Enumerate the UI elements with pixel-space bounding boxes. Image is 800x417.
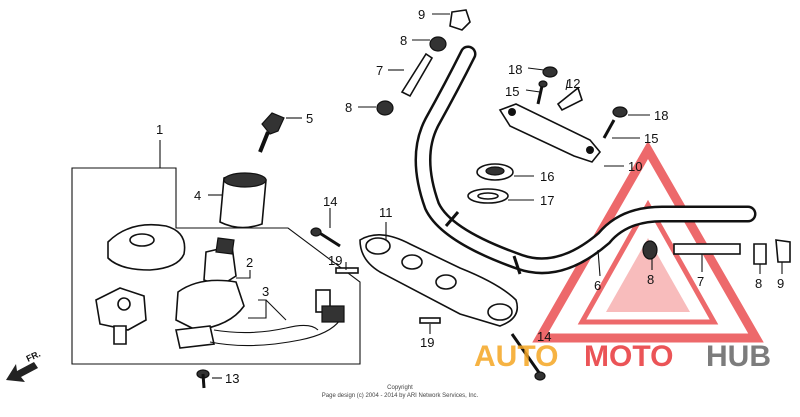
callout-18-left: 18 — [508, 62, 522, 77]
direction-label: FR. — [25, 349, 42, 364]
ignition-group-outline — [71, 140, 361, 365]
callout-18-right: 18 — [654, 108, 668, 123]
key-part — [258, 112, 285, 153]
bolt-part-14-upper — [310, 227, 341, 248]
callout-16: 16 — [540, 169, 554, 184]
direction-arrow-icon — [6, 362, 38, 382]
weight-assembly-lower — [642, 239, 791, 265]
weight-assembly-upper — [376, 9, 471, 116]
callout-1: 1 — [156, 122, 163, 137]
connector-part — [315, 289, 345, 323]
bolt-part-15-right — [602, 119, 616, 139]
lock-cap-part — [107, 223, 186, 271]
callout-10: 10 — [628, 159, 642, 174]
bolt-part-13 — [196, 369, 210, 389]
ignition-switch-part — [175, 237, 341, 349]
callout-14-lower: 14 — [537, 329, 551, 344]
mount-bracket-part — [95, 287, 147, 345]
bolt-part-18-left — [542, 66, 558, 78]
callout-8-a: 8 — [400, 33, 407, 48]
callout-7-upper: 7 — [376, 63, 383, 78]
copyright-line-1: Copyright — [387, 385, 413, 391]
watermark-word-auto: AUTO — [474, 340, 558, 373]
washer-part-17 — [467, 188, 509, 204]
callout-2: 2 — [246, 255, 253, 270]
callout-6: 6 — [594, 278, 601, 293]
cover-part — [219, 172, 267, 229]
callout-13: 13 — [225, 371, 239, 386]
callout-9-lower: 9 — [777, 276, 784, 291]
callout-9-upper: 9 — [418, 7, 425, 22]
bolt-part-15-left — [536, 80, 548, 105]
callout-19-upper: 19 — [328, 253, 342, 268]
callout-3: 3 — [262, 284, 269, 299]
watermark-word-hub: HUB — [706, 340, 771, 373]
pin-part-19-upper — [335, 267, 359, 274]
callout-15-left: 15 — [505, 84, 519, 99]
cap-part-12 — [556, 86, 583, 112]
top-bridge-part — [359, 234, 519, 327]
bolt-part-18-right — [612, 106, 628, 118]
nut-part-16 — [476, 163, 514, 181]
callout-4: 4 — [194, 188, 201, 203]
pin-part-19-lower — [419, 317, 441, 324]
callout-14-upper: 14 — [323, 194, 337, 209]
callout-19-lower: 19 — [420, 335, 434, 350]
callout-8-d: 8 — [755, 276, 762, 291]
callout-11: 11 — [379, 205, 393, 220]
bolt-part-14-lower — [510, 333, 546, 381]
callout-labels: 1 2 3 4 5 6 7 7 8 8 8 8 9 9 10 11 12 13 … — [156, 7, 784, 386]
callout-8-b: 8 — [345, 100, 352, 115]
callout-8-c: 8 — [647, 272, 654, 287]
watermark-word-moto: MOTO — [584, 340, 673, 373]
handlebar-part — [414, 45, 757, 275]
callout-5: 5 — [306, 111, 313, 126]
handlebar-holder-part — [498, 103, 602, 163]
callout-12: 12 — [566, 76, 580, 91]
watermark-text: AUTO MOTO HUB — [474, 340, 771, 373]
callout-15-right: 15 — [644, 131, 658, 146]
callout-17: 17 — [540, 193, 554, 208]
callout-7-lower: 7 — [697, 274, 704, 289]
copyright-line-2: Page design (c) 2004 - 2014 by ARI Netwo… — [322, 393, 479, 399]
